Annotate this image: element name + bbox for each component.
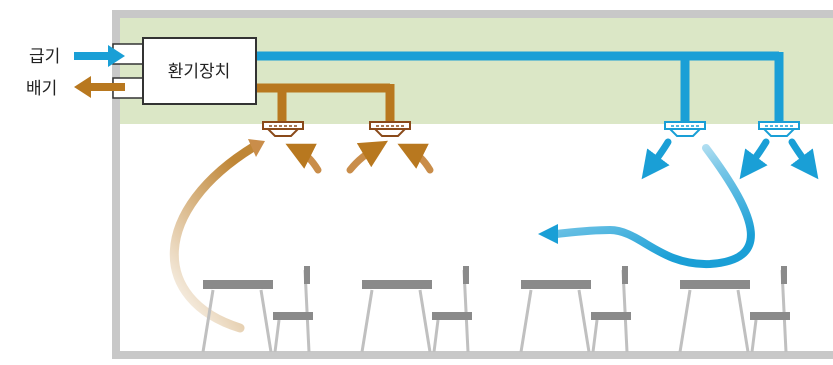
chair-leg	[273, 319, 281, 353]
exhaust-flow-arrow	[346, 140, 389, 174]
supply-flow-arrow	[739, 138, 770, 180]
exhaust-diffuser	[369, 121, 411, 137]
exhaust-return-flow-arrow	[169, 141, 260, 333]
chair-seat	[591, 312, 631, 320]
arrow-left-icon	[74, 76, 125, 98]
exhaust-flow-arrow	[397, 143, 434, 174]
table-top	[680, 280, 750, 289]
chair-leg	[432, 319, 440, 353]
chair-leg	[750, 319, 758, 353]
ventilation-unit	[142, 37, 257, 105]
chair-back	[622, 266, 628, 284]
supply-duct	[255, 51, 784, 122]
table-leg	[201, 289, 215, 353]
chair-seat	[750, 312, 790, 320]
table-leg	[360, 289, 374, 353]
supply-diffuser	[758, 121, 800, 137]
exhaust-flow-arrow	[285, 143, 322, 174]
chair-back	[781, 266, 787, 284]
table-leg	[259, 289, 273, 353]
chair-seat	[273, 312, 313, 320]
room-frame	[112, 10, 833, 355]
exhaust-duct	[255, 83, 395, 122]
table-leg	[519, 289, 533, 353]
table-top	[362, 280, 432, 289]
exhaust-return-flow-head	[248, 139, 265, 157]
exhaust-label: 배기	[26, 79, 57, 99]
supply-flow-arrow	[641, 138, 672, 180]
furniture	[201, 266, 790, 353]
table-top	[203, 280, 273, 289]
supply-circulation-arrow	[552, 144, 755, 269]
chair-back	[304, 266, 310, 284]
supply-flow-arrow	[788, 138, 819, 180]
supply-label: 급기	[29, 47, 60, 67]
table-leg	[736, 289, 750, 353]
ventilation-unit-label: 환기장치	[168, 62, 231, 82]
chair-seat	[432, 312, 472, 320]
chair-leg	[591, 319, 599, 353]
table-leg	[678, 289, 692, 353]
chair-back	[463, 266, 469, 284]
exhaust-diffuser	[262, 121, 304, 137]
table-top	[521, 280, 591, 289]
supply-circulation-head	[538, 224, 558, 244]
table-leg	[577, 289, 591, 353]
table-leg	[418, 289, 432, 353]
supply-diffuser	[664, 121, 706, 137]
arrow-right-icon	[74, 45, 125, 67]
